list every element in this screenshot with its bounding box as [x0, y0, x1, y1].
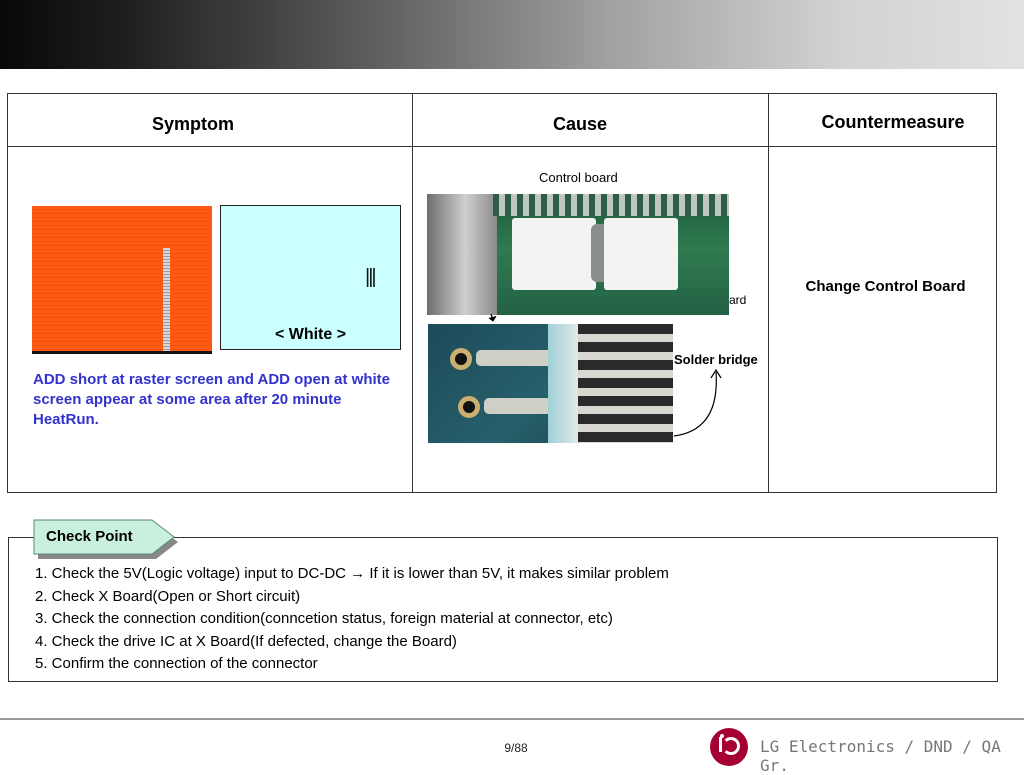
control-board-photo	[427, 194, 729, 315]
check-item: 5. Confirm the connection of the connect…	[35, 655, 318, 672]
logo-dot	[720, 734, 724, 738]
page-number: 9/88	[504, 741, 528, 755]
solder-bridge-label: Solder bridge	[674, 352, 758, 367]
check-item: 2. Check X Board(Open or Short circuit)	[35, 587, 301, 605]
column-divider-2	[768, 94, 769, 492]
board-arrow-head-icon	[488, 315, 497, 322]
footer-divider	[0, 718, 1024, 720]
symptom-description: ADD short at raster screen and ADD open …	[33, 371, 391, 428]
ffc-cable-left	[512, 218, 596, 290]
header-divider	[8, 146, 996, 147]
raster-screen-image	[32, 206, 212, 354]
logo-l	[719, 737, 722, 752]
ffc-cable-right	[604, 218, 678, 290]
white-screen-image: ||| < White >	[220, 205, 401, 350]
connector-pins	[493, 194, 729, 216]
header-gradient-bar	[0, 0, 1024, 69]
white-screen-caption: < White >	[274, 326, 347, 343]
check-point-list: 1. Check the 5V(Logic voltage) input to …	[35, 563, 669, 676]
check-point-tag-shape	[33, 519, 178, 559]
clipped-board-label: ard	[729, 293, 747, 307]
solder-pad-2	[458, 396, 480, 418]
metal-bracket	[427, 194, 497, 315]
lg-logo-icon	[710, 728, 748, 766]
solder-arrow-head-icon	[710, 368, 722, 379]
ic-leads	[578, 324, 673, 443]
add-open-lines: |||	[365, 266, 377, 288]
logo-g	[722, 737, 740, 755]
ic-edge	[548, 324, 582, 443]
symptom-cause-table: Symptom Cause Countermeasure	[7, 93, 997, 493]
solder-trace-1	[476, 350, 556, 366]
check-item: 4. Check the drive IC at X Board(If defe…	[35, 632, 457, 650]
solder-bridge-photo	[428, 324, 673, 443]
control-board-label: Control board	[539, 170, 618, 185]
check-point-title: Check Point	[46, 528, 133, 545]
solder-pad-1	[450, 348, 472, 370]
add-short-line	[163, 248, 170, 351]
check-item: 3. Check the connection condition(connce…	[35, 610, 613, 627]
column-divider-1	[412, 94, 413, 492]
symptom-header: Symptom	[151, 114, 234, 134]
check-item: 1. Check the 5V(Logic voltage) input to …	[35, 565, 669, 582]
solder-trace-2	[484, 398, 556, 414]
cause-header: Cause	[552, 114, 608, 134]
countermeasure-header: Countermeasure	[821, 112, 965, 132]
brand-footer-text: LG Electronics / DND / QA Gr.	[760, 737, 1001, 775]
check-point-tag: Check Point	[33, 519, 181, 564]
check-point-box: 1. Check the 5V(Logic voltage) input to …	[8, 537, 998, 682]
solder-arrow-icon	[673, 371, 717, 437]
countermeasure-text: Change Control Board	[805, 278, 966, 295]
